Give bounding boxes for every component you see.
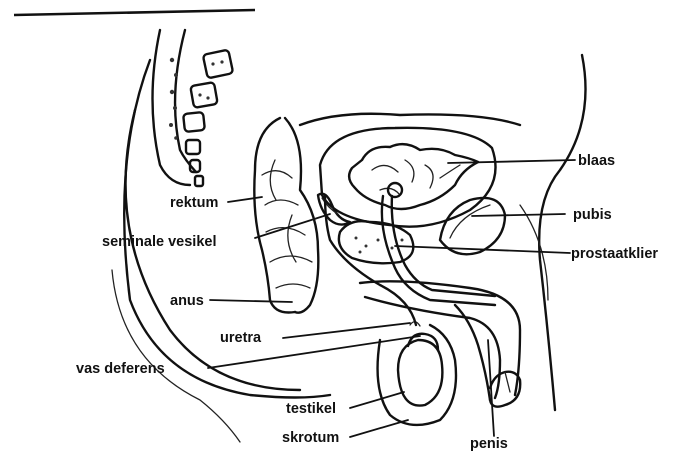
label-testikel: testikel [286,401,336,417]
label-penis: penis [470,436,508,452]
label-uretra: uretra [220,330,262,346]
label-pubis: pubis [573,207,612,223]
label-blaas: blaas [578,153,615,169]
pubic-bone [440,198,505,254]
seminal-vesicle [318,194,350,225]
rectum [254,118,318,313]
label-prostaatklier: prostaatklier [571,246,658,262]
label-skrotum: skrotum [282,430,339,446]
sacrum [153,30,234,186]
top-rule [14,10,255,15]
penis-shaft [455,305,520,407]
urethra [360,196,520,398]
label-seminale-vesikel: seminale vesikel [102,234,216,250]
testis [398,322,442,406]
label-anus: anus [170,293,204,309]
label-rektum: rektum [170,195,218,211]
label-vas-deferens: vas deferens [76,361,165,377]
